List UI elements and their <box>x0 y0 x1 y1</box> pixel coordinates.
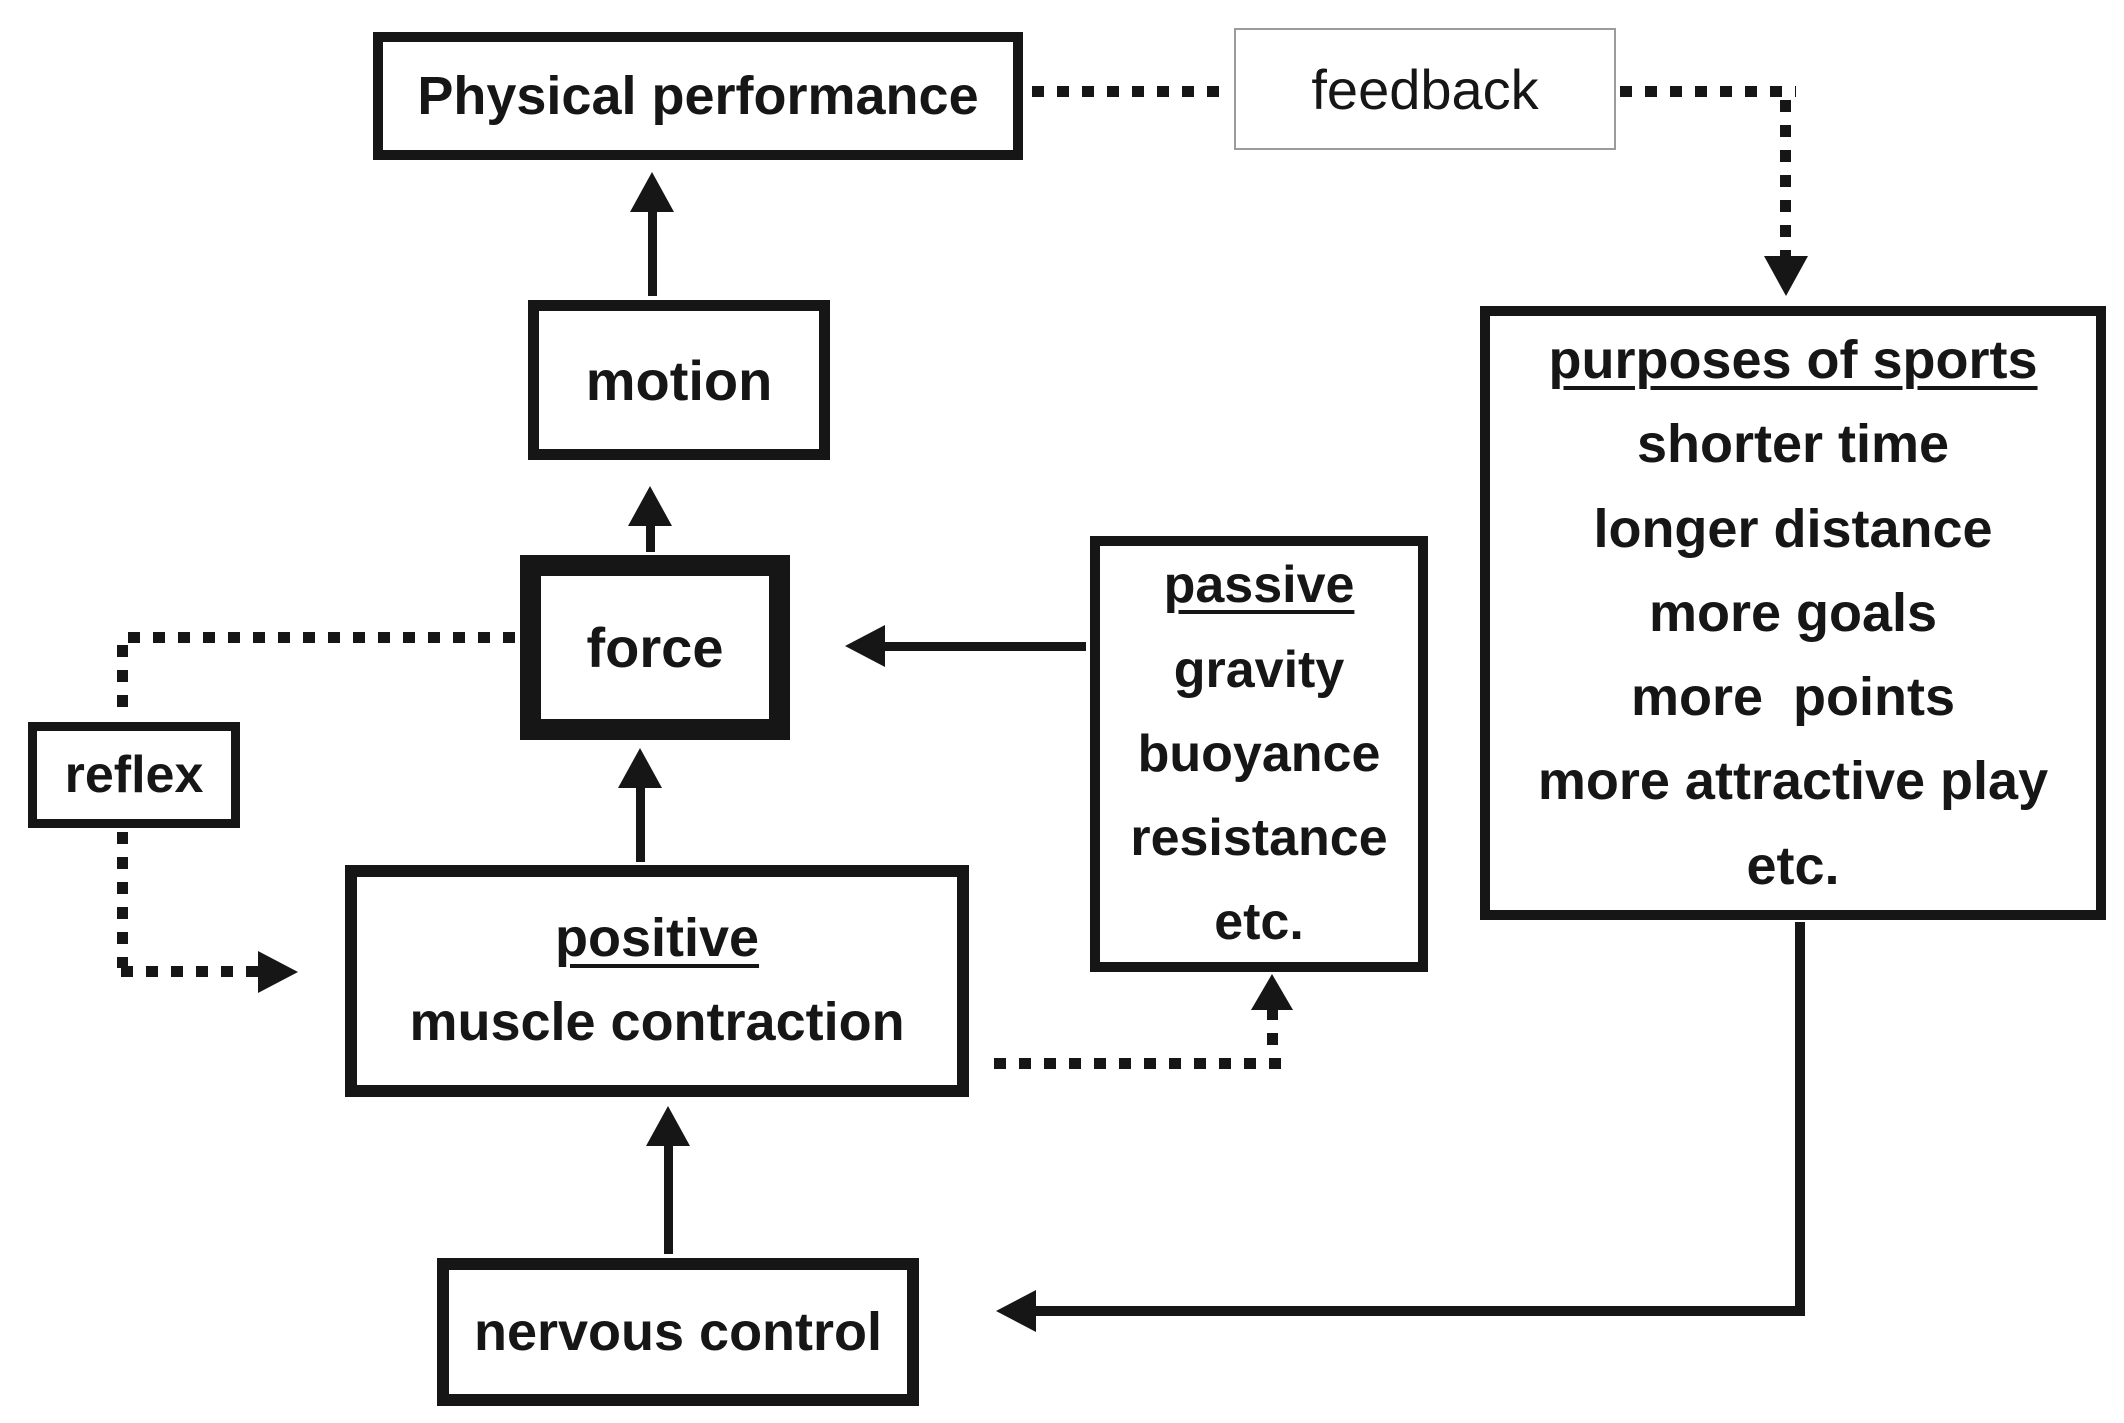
node-purposes-item: longer distance <box>1593 498 1993 559</box>
arrowhead-left-icon <box>996 1290 1036 1332</box>
node-force-label: force <box>586 616 724 679</box>
node-passive-title: passive <box>1163 556 1355 615</box>
node-purposes-title: purposes of sports <box>1548 330 2038 391</box>
node-purposes-item: more attractive play <box>1537 751 2049 812</box>
node-purposes-of-sports: purposes of sports shorter time longer d… <box>1480 306 2106 920</box>
node-muscle-contraction-title: positive <box>554 908 760 969</box>
node-muscle-contraction-label: muscle contraction <box>409 992 905 1052</box>
node-passive-item: buoyance <box>1137 724 1381 783</box>
arrowhead-left-icon <box>845 625 885 667</box>
node-feedback-label: feedback <box>1311 57 1539 121</box>
node-passive-item: etc. <box>1214 893 1304 952</box>
node-force: force <box>520 555 790 740</box>
node-physical-performance: Physical performance <box>373 32 1023 160</box>
node-passive-item: resistance <box>1130 809 1388 868</box>
node-purposes-item: more points <box>1630 667 1956 728</box>
arrowhead-up-icon <box>618 748 662 788</box>
dotted-performance-to-feedback <box>1032 86 1230 97</box>
arrowhead-up-icon <box>630 172 674 212</box>
arrowhead-up-icon <box>646 1106 690 1146</box>
node-nervous-control-label: nervous control <box>473 1302 883 1362</box>
node-passive: passive gravity buoyance resistance etc. <box>1090 536 1428 972</box>
arrowhead-up-icon <box>628 486 672 526</box>
arrowhead-up-icon <box>1251 974 1293 1010</box>
node-physical-performance-label: Physical performance <box>417 66 979 126</box>
node-purposes-item: shorter time <box>1636 414 1950 475</box>
node-motion: motion <box>528 300 830 460</box>
node-motion-label: motion <box>585 348 773 412</box>
arrowhead-down-icon <box>1764 256 1808 296</box>
node-passive-item: gravity <box>1173 640 1345 699</box>
node-purposes-item: etc. <box>1746 835 1840 896</box>
node-reflex-label: reflex <box>64 746 204 804</box>
node-muscle-contraction: positive muscle contraction <box>345 865 969 1097</box>
arrowhead-right-icon <box>258 951 298 993</box>
node-feedback: feedback <box>1234 28 1616 150</box>
node-reflex: reflex <box>28 722 240 828</box>
node-purposes-item: more goals <box>1648 582 1938 643</box>
node-nervous-control: nervous control <box>437 1258 919 1406</box>
